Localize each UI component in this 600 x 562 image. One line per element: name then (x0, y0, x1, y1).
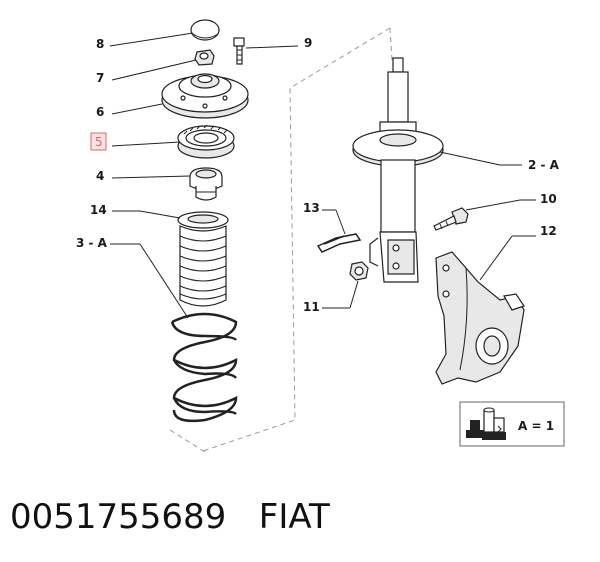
part-11-nut[interactable] (349, 261, 369, 281)
part-4-bump-stop[interactable] (189, 167, 223, 201)
part-caption: 0051755689 FIAT (10, 492, 590, 542)
part-6-top-mount[interactable] (161, 73, 249, 119)
part-14-dust-boot[interactable] (177, 211, 229, 307)
callout-10[interactable]: 10 (540, 192, 557, 206)
part-5-bearing[interactable] (177, 124, 235, 159)
callout-5-highlight-box (90, 132, 107, 151)
callout-5[interactable]: 5 (95, 135, 103, 149)
callout-4[interactable]: 4 (96, 169, 104, 183)
part-13-clip[interactable] (316, 233, 362, 253)
callout-13[interactable]: 13 (303, 201, 320, 215)
legend-box: A = 1 (459, 401, 565, 447)
callout-6[interactable]: 6 (96, 105, 104, 119)
callout-11[interactable]: 11 (303, 300, 320, 314)
part-number: 0051755689 (10, 497, 227, 537)
kit-icon (466, 407, 506, 440)
callout-8[interactable]: 8 (96, 37, 104, 51)
callout-12[interactable]: 12 (540, 224, 557, 238)
part-7-nut[interactable] (194, 49, 215, 66)
callout-14[interactable]: 14 (90, 203, 107, 217)
part-12-steering-knuckle[interactable] (435, 251, 525, 385)
part-2a-strut[interactable] (352, 57, 444, 283)
part-8-cap[interactable] (190, 19, 220, 41)
part-3a-coil-spring[interactable] (170, 312, 238, 423)
exploded-parts-diagram: 8 9 7 6 5 (76, 19, 565, 453)
legend-text: A = 1 (518, 419, 554, 433)
assembly-dashed-outline (199, 27, 393, 453)
callout-3a[interactable]: 3 - A (76, 236, 108, 250)
callout-9[interactable]: 9 (304, 36, 312, 50)
part-9-bolt[interactable] (233, 37, 245, 65)
callout-7[interactable]: 7 (96, 71, 104, 85)
callout-2a[interactable]: 2 - A (528, 158, 560, 172)
brand-name: FIAT (258, 497, 330, 537)
part-10-bolt[interactable] (433, 207, 469, 231)
